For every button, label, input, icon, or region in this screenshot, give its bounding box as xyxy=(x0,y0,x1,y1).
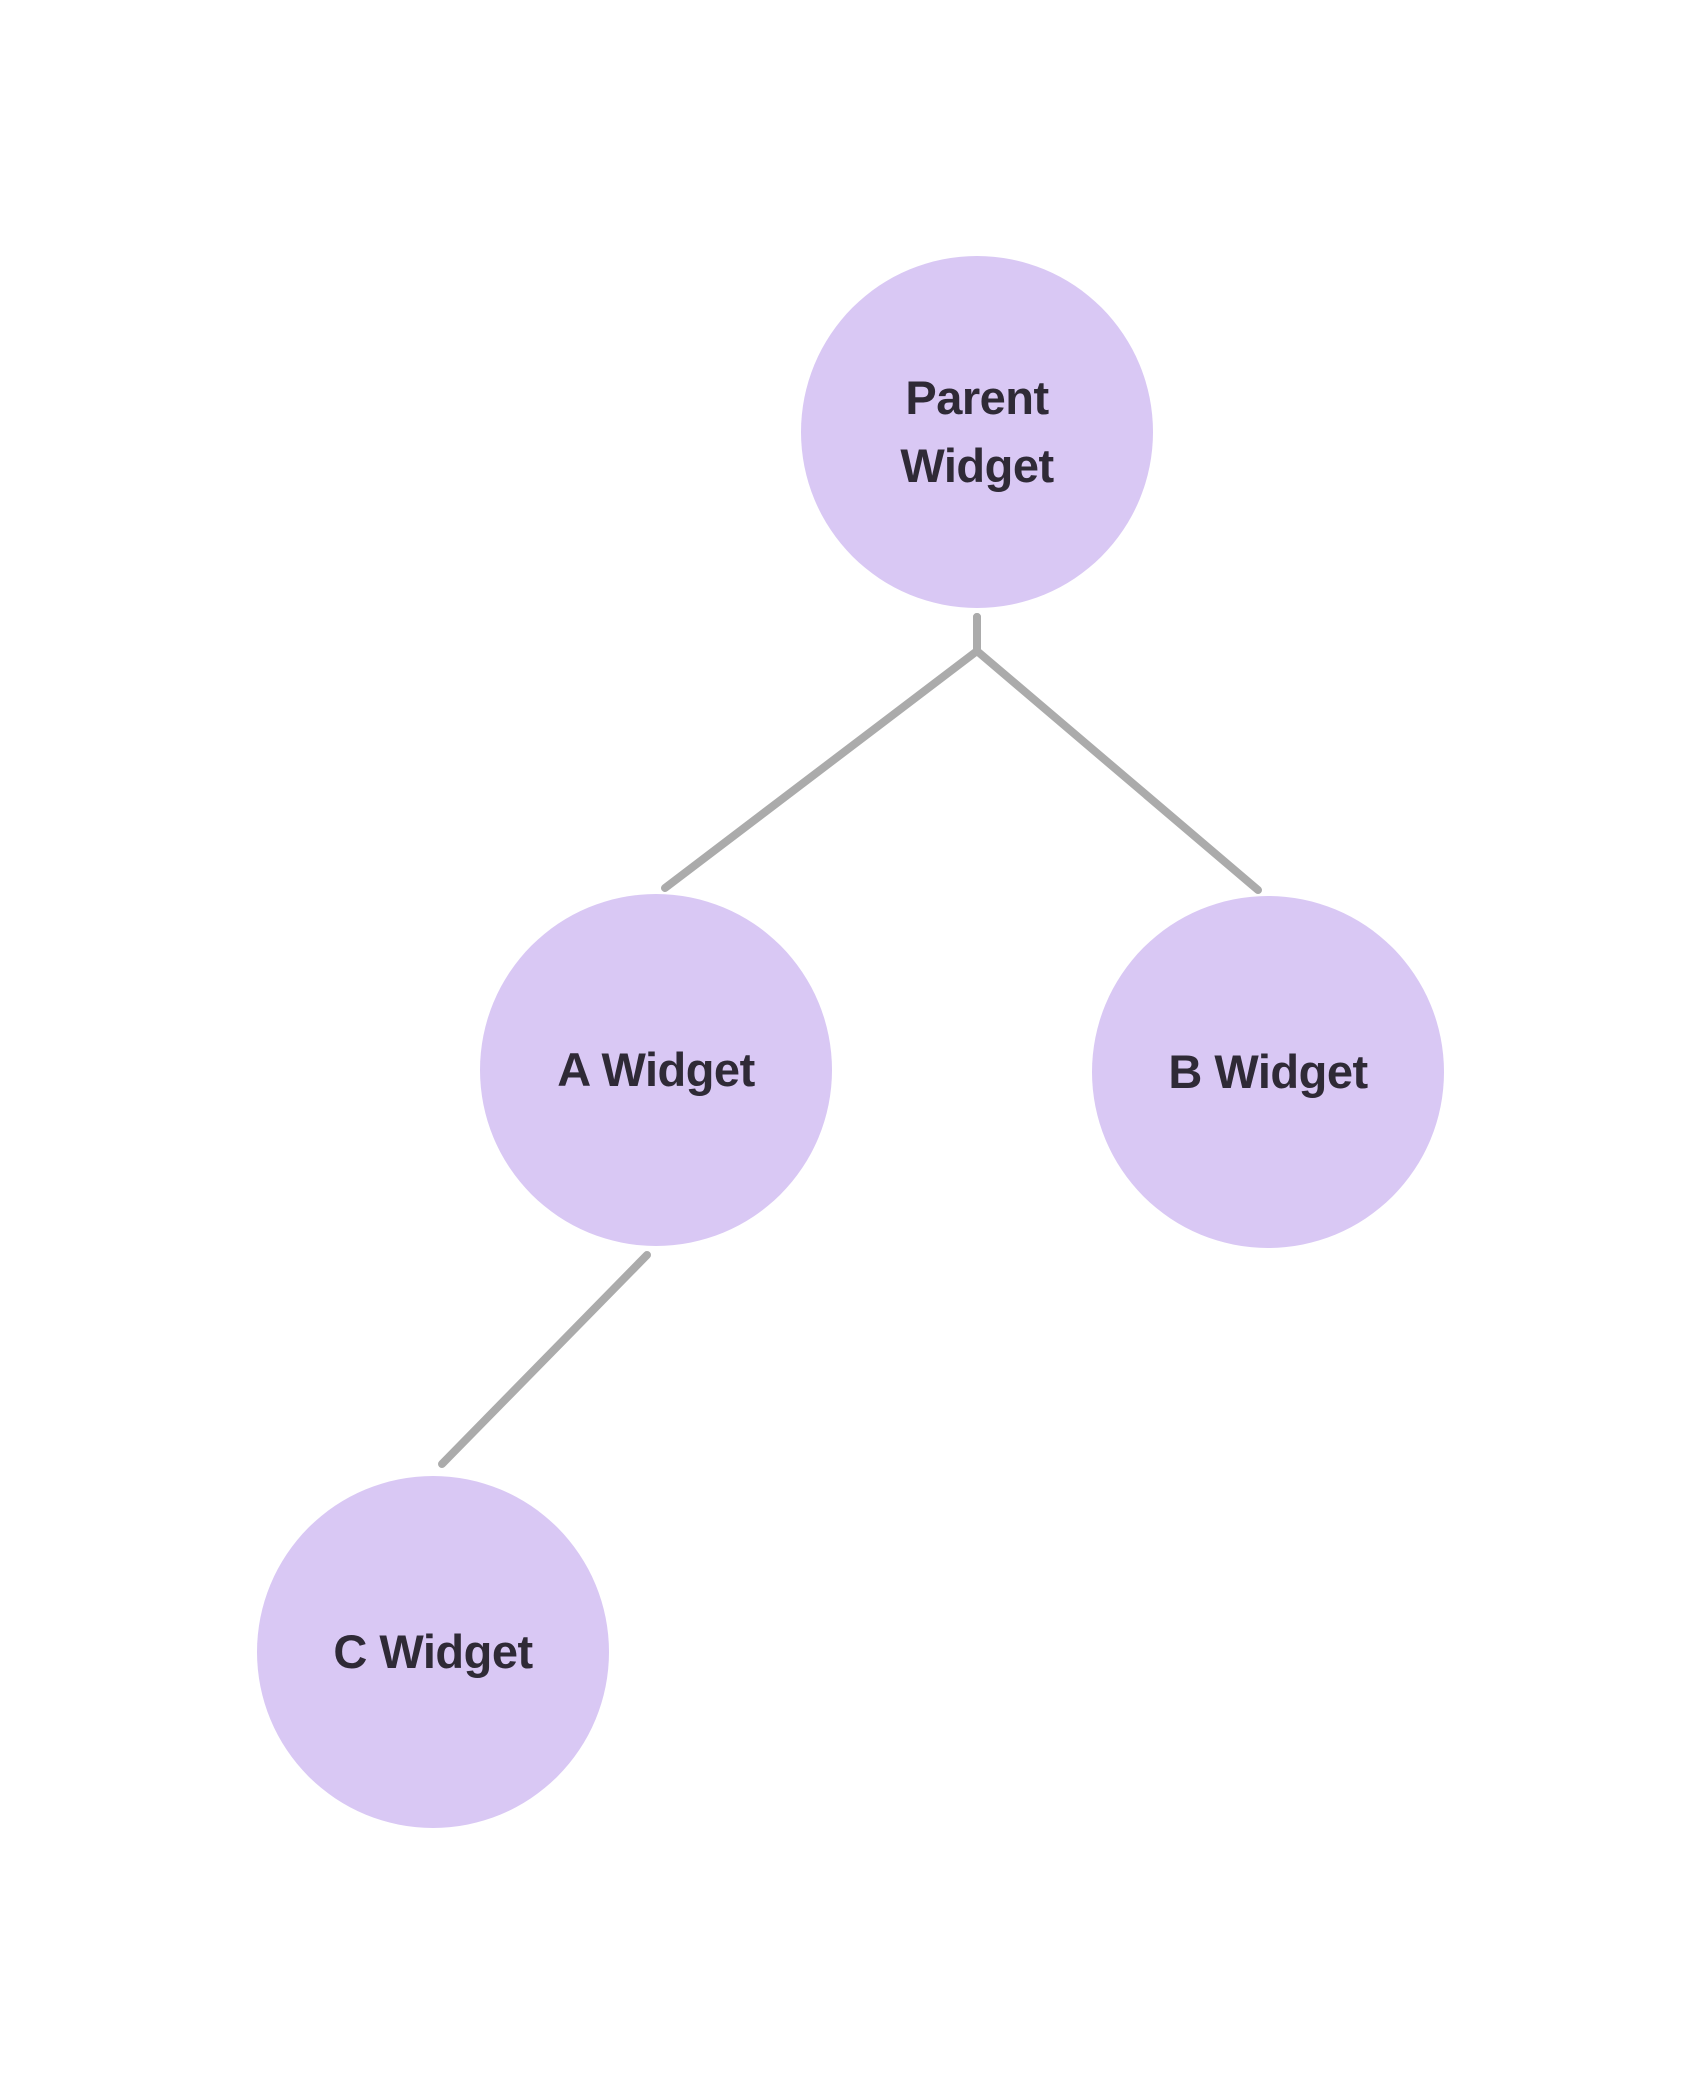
node-a-widget: A Widget xyxy=(480,894,832,1246)
node-c-widget: C Widget xyxy=(257,1476,609,1828)
connector-parent-to-a xyxy=(661,613,981,892)
node-a-widget-label: A Widget xyxy=(557,1043,755,1096)
node-b-widget-label: B Widget xyxy=(1168,1045,1368,1098)
node-parent-widget-label-line1: Parent xyxy=(905,371,1049,424)
node-parent-widget: Parent Widget xyxy=(801,256,1153,608)
connector-a-to-c xyxy=(438,1251,651,1468)
connector-parent-to-b xyxy=(973,613,1262,894)
node-c-widget-label: C Widget xyxy=(333,1625,533,1678)
node-b-widget: B Widget xyxy=(1092,896,1444,1248)
node-parent-widget-label-line2: Widget xyxy=(900,439,1054,492)
